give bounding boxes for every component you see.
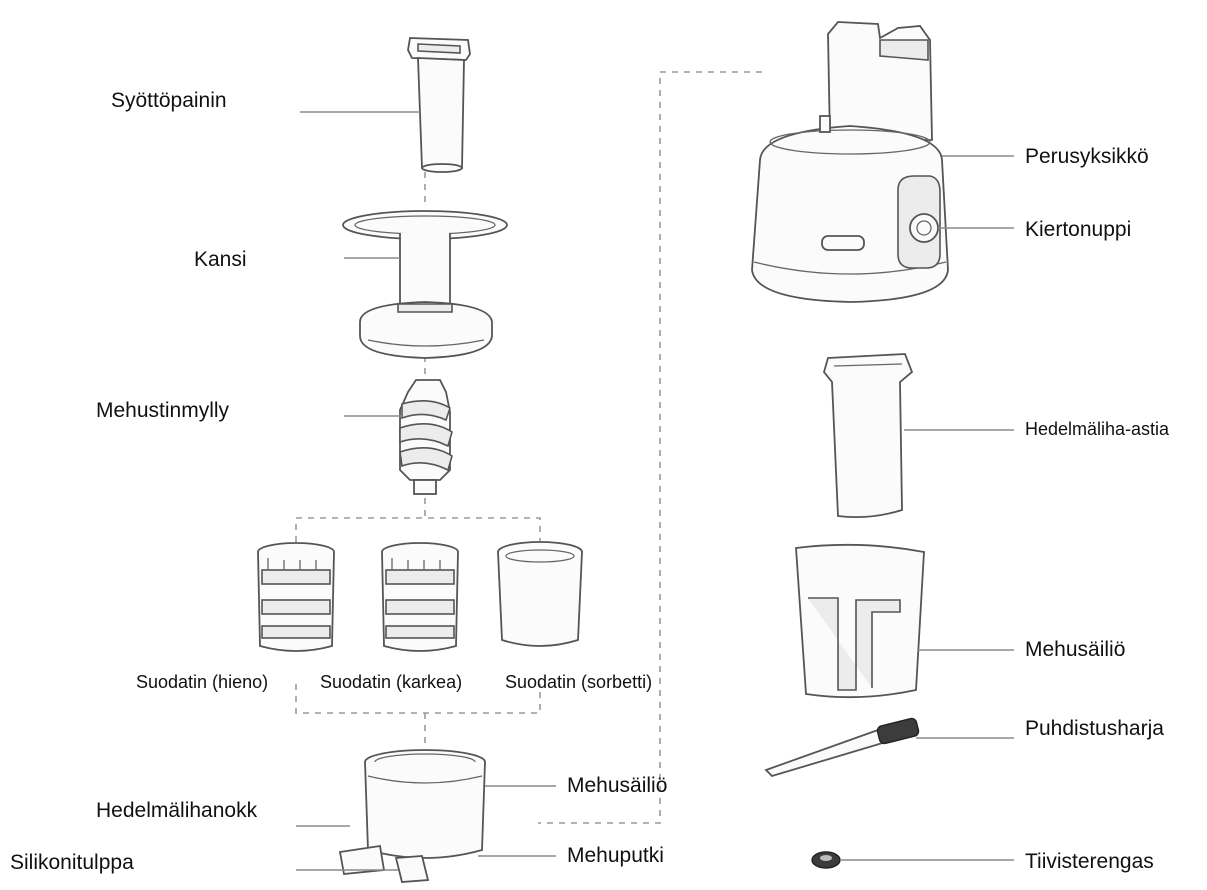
- filter-coarse-part: [382, 543, 458, 651]
- seal-ring-part: [812, 852, 840, 868]
- pulp-cup-part: [824, 354, 912, 517]
- label-base-unit: Perusyksikkö: [1025, 145, 1149, 168]
- auger-part: [400, 380, 452, 494]
- filter-fine-part: [258, 543, 334, 651]
- label-auger: Mehustinmylly: [96, 399, 230, 422]
- label-lid: Kansi: [194, 248, 247, 271]
- juice-bowl-part: [340, 750, 485, 882]
- brush-part: [766, 717, 920, 776]
- label-silicone-plug: Silikonitulppa: [10, 851, 134, 874]
- assembly-guides: [296, 72, 762, 823]
- part-labels: Syöttöpainin Kansi Mehustinmylly Suodati…: [10, 89, 1170, 874]
- label-pulp-cup: Hedelmäliha-astia: [1025, 419, 1170, 439]
- label-pulp-spout: Hedelmälihanokk: [96, 799, 258, 822]
- juice-cup-part: [796, 545, 924, 697]
- label-juice-spout: Mehuputki: [567, 844, 664, 867]
- label-seal-ring: Tiivisterengas: [1025, 850, 1154, 873]
- feeder-pusher-part: [408, 38, 470, 172]
- base-unit-part: [752, 22, 948, 302]
- label-filter-coarse: Suodatin (karkea): [320, 672, 462, 692]
- filter-sorbet-part: [498, 542, 582, 646]
- label-juice-bowl: Mehusäiliö: [567, 774, 667, 797]
- label-knob: Kiertonuppi: [1025, 218, 1131, 241]
- label-filter-fine: Suodatin (hieno): [136, 672, 268, 692]
- label-feeder-pusher: Syöttöpainin: [111, 89, 227, 112]
- label-juice-cup: Mehusäiliö: [1025, 638, 1125, 661]
- label-brush: Puhdistusharja: [1025, 717, 1164, 740]
- lid-part: [343, 211, 507, 358]
- label-filter-sorbet: Suodatin (sorbetti): [505, 672, 652, 692]
